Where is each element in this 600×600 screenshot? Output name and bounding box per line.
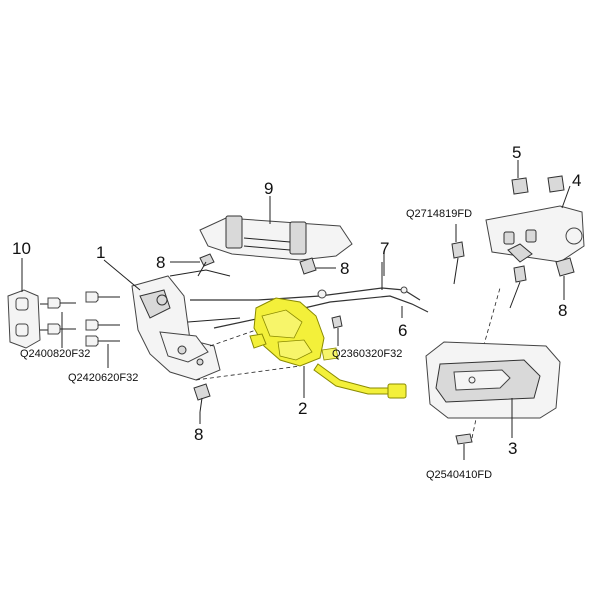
leader-4: [561, 185, 571, 209]
part-code-q2714819fd: Q2714819FD: [406, 208, 472, 220]
callout-8-mid: 8: [340, 259, 349, 278]
callout-8-right: 8: [558, 301, 567, 320]
nut-5-left: [511, 177, 529, 195]
leader-1: [103, 259, 141, 291]
bolt-8-bottom: [193, 383, 211, 413]
clip-q2360320f32: [331, 315, 343, 329]
callout-2: 2: [298, 399, 307, 418]
callout-10: 10: [12, 239, 31, 258]
callout-8-bottom: 8: [194, 425, 203, 444]
callout-4: 4: [572, 171, 581, 190]
part-code-q2420620f32: Q2420620F32: [68, 372, 138, 384]
part-4-bracket: [485, 205, 585, 263]
part-1-lock-assembly: [131, 269, 241, 381]
callout-7: 7: [380, 239, 389, 258]
screw-group-left: [47, 291, 120, 347]
callout-5: 5: [512, 143, 521, 162]
callout-8-top-left: 8: [156, 253, 165, 272]
callout-9: 9: [264, 179, 273, 198]
part-9-outside-handle: [199, 215, 353, 261]
part-code-q2540410fd: Q2540410FD: [426, 469, 492, 481]
callout-3: 3: [508, 439, 517, 458]
callout-1: 1: [96, 243, 105, 262]
alignment-line-1: [209, 329, 257, 347]
bolt-8-right: [555, 257, 575, 292]
nut-5-right: [547, 175, 565, 193]
alignment-line-2: [195, 365, 301, 381]
part-code-q2360320f32: Q2360320F32: [332, 348, 402, 360]
callout-6: 6: [398, 321, 407, 340]
screw-group-q2714819fd: [451, 241, 527, 309]
bolt-8-top-left: [197, 253, 215, 277]
bolt-8-mid: [299, 257, 317, 275]
part-3-inside-handle: [425, 341, 561, 419]
screw-q2540410fd: [455, 433, 473, 460]
part-code-q2400820f32: Q2400820F32: [20, 348, 90, 360]
part-2-lock-motor-highlighted: [249, 297, 407, 399]
